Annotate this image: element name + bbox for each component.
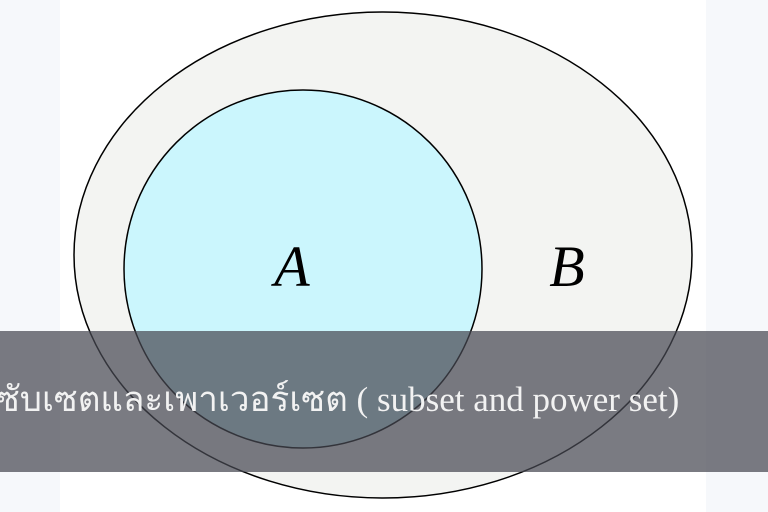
set-a-label: A [270,234,310,299]
caption-bar: ซับเซตและเพาเวอร์เซต ( subset and power … [0,331,768,472]
set-b-label: B [549,234,584,299]
caption-title: ซับเซตและเพาเวอร์เซต ( subset and power … [0,380,680,419]
